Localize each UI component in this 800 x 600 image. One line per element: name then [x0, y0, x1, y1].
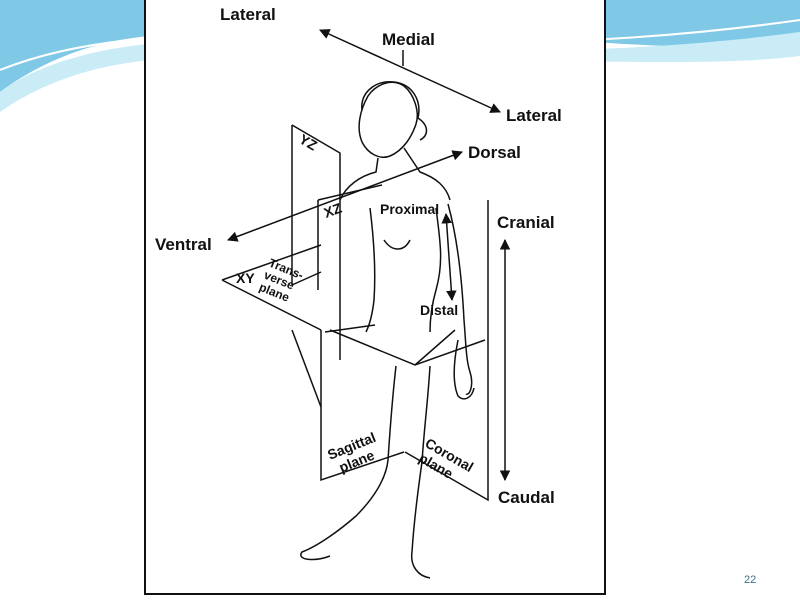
label-yz: YZ [297, 131, 321, 154]
figure-head [358, 81, 418, 158]
label-distal: Distal [420, 302, 458, 318]
figure-left-leg [300, 365, 397, 561]
figure-breasts [383, 239, 411, 250]
figure-right-arm [447, 203, 473, 395]
dorsal-ventral-axis [227, 150, 463, 242]
page-number: 22 [744, 574, 757, 586]
figure-right-hand [453, 339, 475, 400]
label-transverse-plane: Trans- verse plane [257, 256, 305, 305]
label-caudal: Caudal [498, 488, 555, 507]
label-xy: XY [236, 270, 255, 286]
figure-right-leg [410, 365, 431, 579]
label-lateral-right: Lateral [506, 106, 562, 125]
sagittal-plane-back-edge [291, 329, 322, 408]
label-sagittal-plane: Sagittal plane [325, 429, 378, 475]
label-xz: XZ [322, 200, 345, 221]
label-medial: Medial [382, 30, 435, 49]
lateral-medial-axis [319, 29, 501, 113]
label-ventral: Ventral [155, 235, 212, 254]
sagittal-plane [291, 124, 405, 482]
proximal-distal-axis [441, 212, 457, 302]
label-dorsal: Dorsal [468, 143, 521, 162]
label-proximal: Proximal [380, 201, 439, 217]
label-lateral-left: Lateral [220, 5, 276, 24]
transverse-plane-front [324, 324, 456, 366]
label-cranial: Cranial [497, 213, 555, 232]
